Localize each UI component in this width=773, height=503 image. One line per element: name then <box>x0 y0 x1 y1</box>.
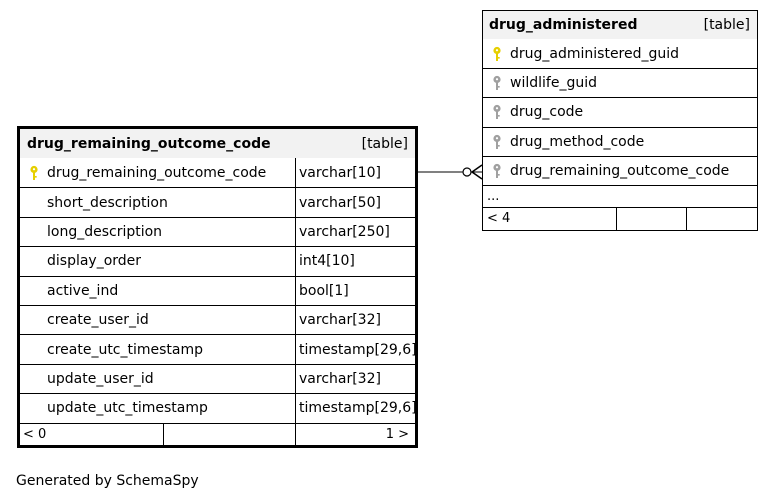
table-row[interactable]: display_order int4[10] <box>20 246 415 276</box>
table-row[interactable]: short_description varchar[50] <box>20 187 415 217</box>
table-row[interactable]: drug_method_code <box>483 126 757 156</box>
table-footer: < 0 1 > <box>20 422 415 445</box>
parent-count: < 0 <box>20 423 164 445</box>
child-count: 1 > <box>385 426 409 442</box>
column-name: update_user_id <box>47 370 154 387</box>
footer-spacer <box>164 423 296 445</box>
table-row[interactable]: drug_remaining_outcome_code <box>483 155 757 185</box>
column-name: active_ind <box>47 282 119 299</box>
parent-count: < 4 <box>483 207 617 230</box>
primary-key-icon <box>483 46 510 62</box>
column-type: timestamp[29,6] <box>295 394 417 423</box>
more-columns: ... <box>483 184 757 207</box>
column-type: timestamp[29,6] <box>295 335 417 364</box>
foreign-key-icon <box>483 163 510 179</box>
table-row[interactable]: long_description varchar[250] <box>20 216 415 247</box>
column-type: varchar[250] <box>295 217 415 247</box>
table-row[interactable]: create_user_id varchar[32] <box>20 304 415 335</box>
column-type: int4[10] <box>295 247 415 276</box>
table-name: drug_remaining_outcome_code <box>27 135 271 152</box>
crowfoot-upper <box>471 164 483 173</box>
table-header: drug_administered [table] <box>483 11 757 39</box>
column-name: long_description <box>47 223 163 240</box>
column-type: bool[1] <box>295 276 415 305</box>
table-row[interactable]: update_user_id varchar[32] <box>20 363 415 394</box>
footer-spacer <box>687 208 757 230</box>
column-name: wildlife_guid <box>510 75 597 92</box>
column-name: create_utc_timestamp <box>47 341 204 358</box>
column-name: drug_administered_guid <box>510 45 680 62</box>
table-row[interactable]: update_utc_timestamp timestamp[29,6] <box>20 393 417 423</box>
table-row[interactable]: active_ind bool[1] <box>20 275 415 305</box>
primary-key-icon <box>20 165 47 181</box>
column-name: create_user_id <box>47 312 149 329</box>
table-drug-administered[interactable]: drug_administered [table] drug_administe… <box>482 10 758 231</box>
table-kind: [table] <box>361 135 408 152</box>
column-type: varchar[32] <box>295 305 415 335</box>
table-row[interactable]: create_utc_timestamp timestamp[29,6] <box>20 334 417 364</box>
column-type: varchar[50] <box>295 188 415 217</box>
foreign-key-icon <box>483 104 510 120</box>
footer-spacer <box>617 207 687 230</box>
table-row[interactable]: drug_code <box>483 97 757 126</box>
table-header: drug_remaining_outcome_code [table] <box>20 129 415 158</box>
column-type: varchar[10] <box>295 158 415 188</box>
column-name: short_description <box>47 194 168 211</box>
column-name: drug_code <box>510 104 584 121</box>
column-name: update_utc_timestamp <box>47 400 208 417</box>
table-name: drug_administered <box>489 17 638 33</box>
zero-cardinality-marker <box>462 167 472 177</box>
foreign-key-icon <box>483 134 510 150</box>
column-name: drug_method_code <box>510 133 645 150</box>
table-drug-remaining-outcome-code[interactable]: drug_remaining_outcome_code [table] drug… <box>17 126 418 448</box>
generated-by-note: Generated by SchemaSpy <box>16 473 199 489</box>
table-row[interactable]: drug_remaining_outcome_code varchar[10] <box>20 158 415 188</box>
column-name: display_order <box>47 253 142 270</box>
column-type: varchar[32] <box>295 364 415 394</box>
table-footer: < 4 <box>483 206 757 230</box>
crowfoot-lower <box>471 171 483 180</box>
column-name: drug_remaining_outcome_code <box>510 162 730 179</box>
column-name: drug_remaining_outcome_code <box>47 164 267 181</box>
table-row[interactable]: wildlife_guid <box>483 68 757 97</box>
foreign-key-icon <box>483 75 510 91</box>
table-kind: [table] <box>703 17 750 33</box>
table-row[interactable]: drug_administered_guid <box>483 39 757 68</box>
